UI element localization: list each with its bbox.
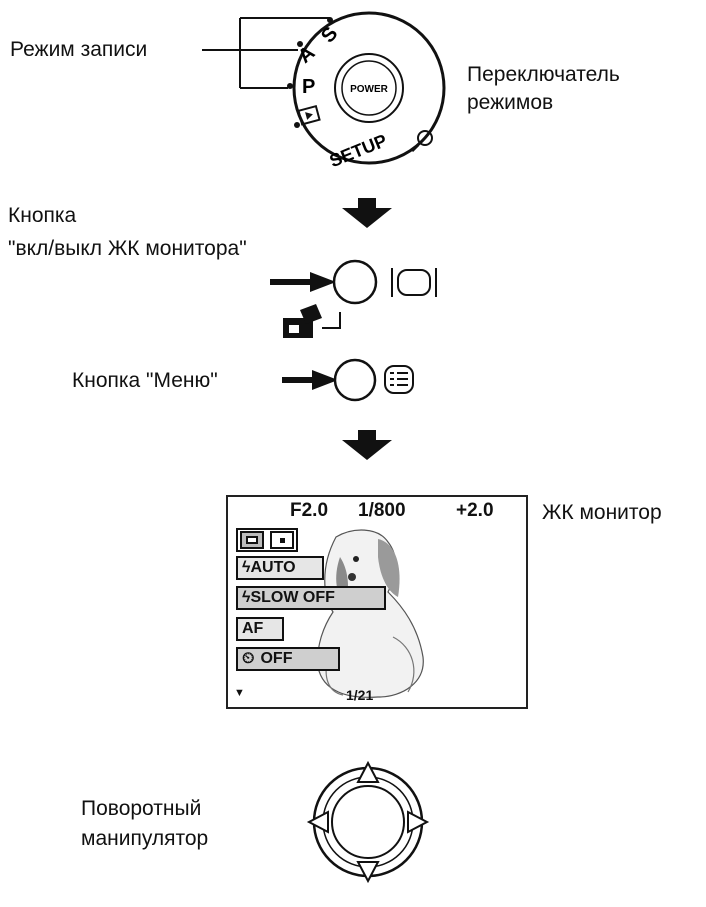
mode-switch-label-line2: режимов	[467, 91, 554, 114]
arrow-left-icon	[306, 810, 329, 834]
playback-icon	[297, 104, 321, 126]
lcd-button-label-line1: Кнопка	[8, 204, 77, 227]
lcd-frame-counter: 1/21	[346, 687, 374, 703]
mode-dial: POWER S A P SETUP	[287, 11, 446, 171]
down-arrow-icon	[342, 198, 392, 228]
lcd-metering-row	[236, 528, 298, 552]
dial-mode-p: P	[302, 76, 315, 98]
lcd-button-label-line2: "вкл/выкл ЖК монитора"	[8, 237, 247, 260]
setup-wrench-icon	[410, 130, 433, 153]
lcd-monitor-icon	[391, 268, 437, 297]
lcd-focus-row: AF	[236, 617, 284, 641]
rotary-dial-label-line1: Поворотный	[81, 797, 202, 820]
lcd-flash-slow-row: ϟSLOW OFF	[236, 586, 386, 610]
mode-switch-label-line1: Переключатель	[467, 63, 620, 86]
record-mode-bracket	[202, 17, 330, 89]
camera-icon	[283, 304, 341, 338]
metering-wide-icon	[240, 531, 264, 549]
lcd-aperture: F2.0	[290, 500, 329, 521]
dial-dot	[294, 122, 300, 128]
menu-button	[282, 358, 377, 402]
flash-icon: ϟ	[242, 589, 251, 606]
self-timer-icon: ⏲	[242, 650, 255, 667]
lcd-flash-auto: AUTO	[250, 559, 296, 576]
lcd-focus: AF	[242, 620, 264, 637]
dial-dot	[287, 83, 293, 89]
down-arrow-icon	[342, 430, 392, 460]
lcd-flash-slow: SLOW OFF	[250, 589, 335, 606]
dial-center-label: POWER	[350, 84, 389, 95]
arrow-down-icon	[356, 861, 380, 884]
lcd-flash-auto-row: ϟAUTO	[236, 556, 324, 580]
lcd-exposure-bar: F2.0 1/800 +2.0	[228, 500, 526, 524]
lcd-timer-row: ⏲ OFF	[236, 647, 340, 671]
lcd-button	[270, 259, 378, 305]
rotary-dial-label-line2: манипулятор	[81, 827, 209, 850]
lcd-shutter: 1/800	[358, 500, 406, 521]
metering-spot-icon	[270, 531, 294, 549]
menu-list-icon	[384, 365, 414, 394]
arrow-right-icon	[407, 810, 430, 834]
lcd-timer: OFF	[260, 650, 293, 667]
rotary-dial	[312, 766, 424, 878]
dial-dot	[297, 41, 303, 47]
flash-icon: ϟ	[242, 559, 251, 576]
menu-button-label: Кнопка "Меню"	[72, 369, 218, 392]
scroll-down-icon: ▼	[234, 687, 245, 699]
lcd-exposure-comp: +2.0	[456, 500, 494, 521]
lcd-screen: F2.0 1/800 +2.0 ϟAUTO ϟSLOW OFF AF ⏲OFF …	[226, 495, 528, 709]
arrow-up-icon	[356, 760, 380, 783]
record-mode-label: Режим записи	[10, 38, 148, 61]
lcd-monitor-label: ЖК монитор	[542, 501, 662, 524]
